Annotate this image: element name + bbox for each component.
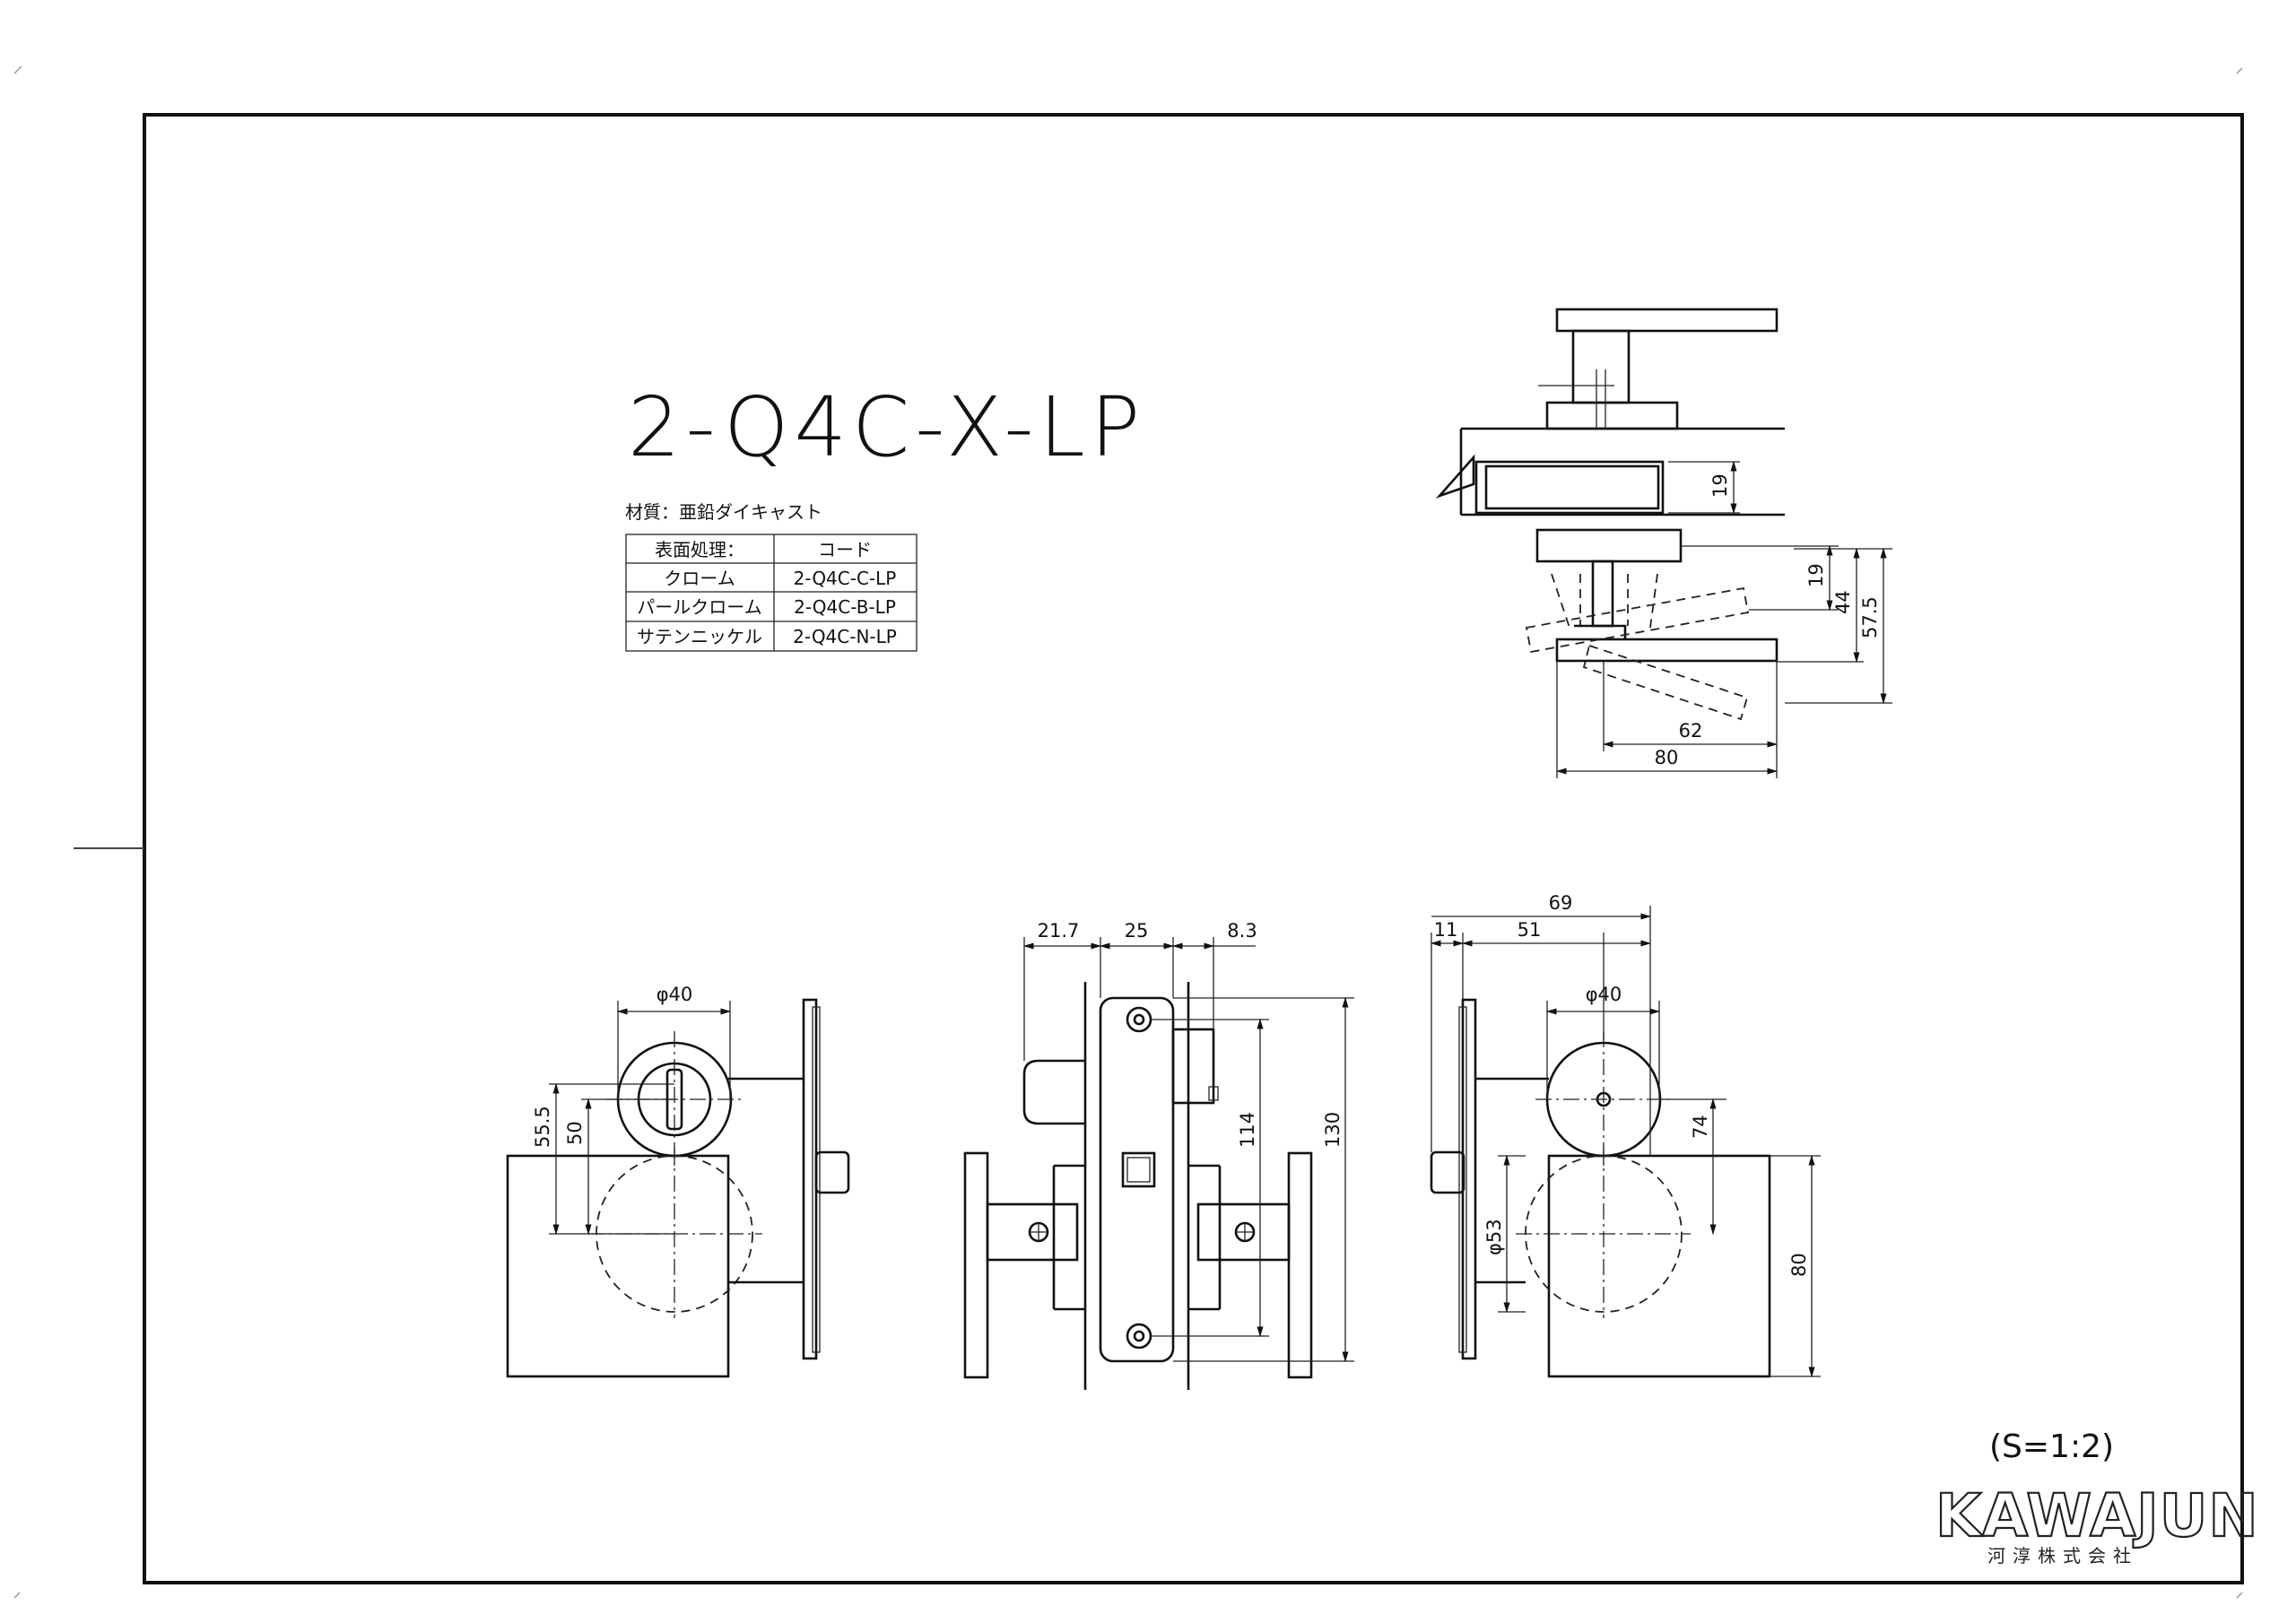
top-view: 19 19 44 57.5 62 80: [1435, 308, 1892, 778]
dim-right-80: 80: [1788, 1253, 1810, 1277]
code-row-3: 2-Q4C-N-LP: [793, 626, 897, 647]
kawajun-logo: KAWAJUN: [1935, 1481, 2259, 1550]
dim-right-phi40: φ40: [1586, 984, 1622, 1005]
dim-left-55-5: 55.5: [532, 1106, 553, 1148]
finish-row-3: サテンニッケル: [637, 626, 762, 647]
finish-table: 表面処理： コード クローム 2-Q4C-C-LP パールクローム 2-Q4C-…: [625, 534, 918, 652]
code-header: コード: [818, 539, 872, 560]
dim-center-8-3: 8.3: [1227, 920, 1257, 942]
center-side-view: 21.7 25 8.3 114 130: [963, 920, 1354, 1390]
dim-center-25: 25: [1125, 920, 1149, 942]
finish-header: 表面処理：: [655, 539, 744, 560]
dim-right-11: 11: [1434, 919, 1458, 941]
scale-note: (S=1:2): [1989, 1428, 2114, 1465]
dim-top-19b: 19: [1805, 563, 1827, 587]
drawing-border: [143, 113, 2244, 1584]
dim-right-51: 51: [1518, 919, 1542, 941]
dim-top-57-5: 57.5: [1859, 596, 1881, 638]
code-row-2: 2-Q4C-B-LP: [794, 596, 896, 618]
dim-top-44: 44: [1832, 590, 1854, 614]
code-row-1: 2-Q4C-C-LP: [794, 568, 897, 589]
right-front-view: 69 11 51 φ40 φ53 74 80: [1430, 892, 1821, 1378]
finish-row-2: パールクローム: [637, 596, 761, 618]
company-name: 河淳株式会社: [1987, 1545, 2138, 1567]
corner-marks: [13, 65, 2243, 1599]
dim-top-80: 80: [1655, 747, 1679, 768]
material-label: 材質：亜鉛ダイキャスト: [625, 501, 822, 523]
left-front-view: φ40 55.5 50: [506, 984, 850, 1378]
dim-right-69: 69: [1549, 892, 1573, 914]
product-code-title: 2-Q4C-X-LP: [628, 379, 1145, 475]
dim-center-114: 114: [1237, 1112, 1258, 1148]
dim-top-62: 62: [1679, 720, 1703, 742]
dim-left-phi40: φ40: [657, 984, 693, 1005]
dim-left-50: 50: [564, 1121, 586, 1145]
dim-right-74: 74: [1690, 1115, 1711, 1139]
dim-top-19a: 19: [1709, 473, 1731, 498]
finish-row-1: クローム: [664, 568, 735, 589]
dim-center-130: 130: [1322, 1112, 1344, 1148]
dim-right-phi53: φ53: [1483, 1219, 1505, 1255]
dim-center-21-7: 21.7: [1038, 920, 1080, 942]
